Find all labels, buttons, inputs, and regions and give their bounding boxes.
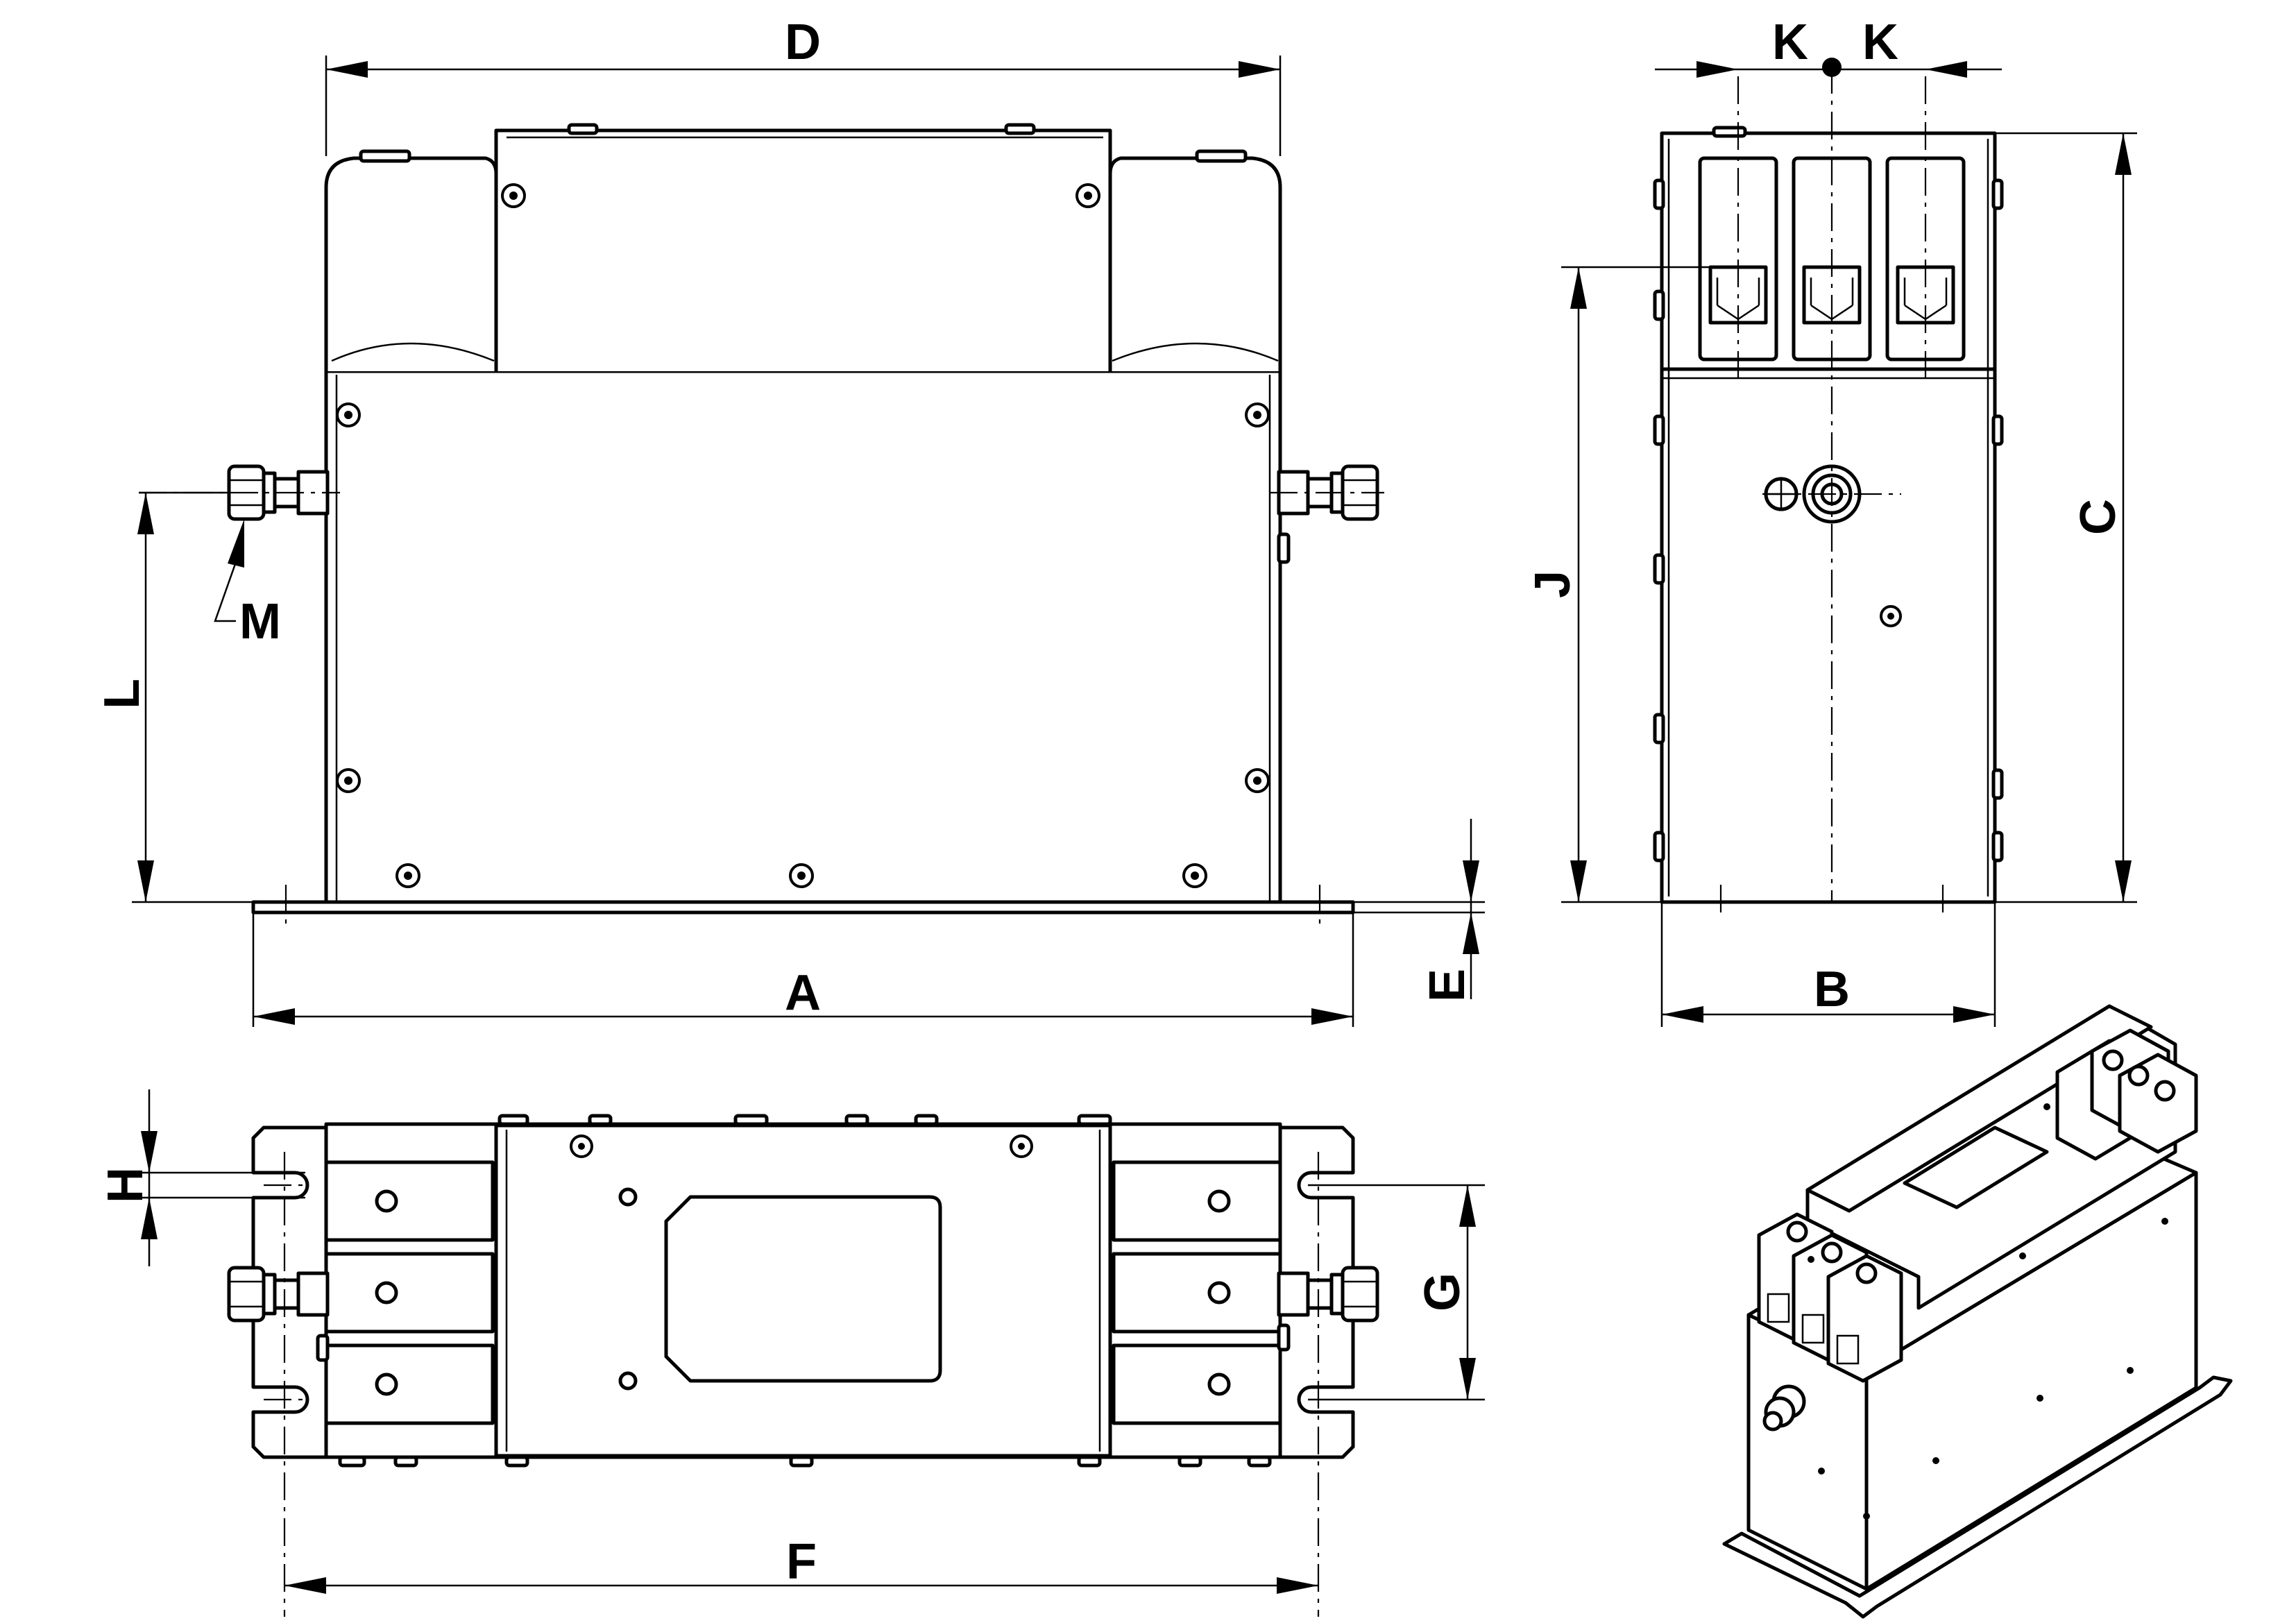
dim-label-G: G	[1415, 1273, 1470, 1311]
side-view: K K C J B	[1525, 15, 2137, 1027]
dim-label-A: A	[785, 965, 821, 1021]
dim-label-B: B	[1814, 962, 1850, 1017]
front-left-shoulder	[324, 156, 498, 371]
isometric-view	[1722, 1004, 2233, 1619]
iso-front-terminals	[1757, 1212, 1903, 1383]
dim-label-F: F	[786, 1534, 817, 1590]
iso-cover-label	[1903, 1125, 2049, 1209]
top-right-terminals	[1112, 1160, 1282, 1425]
top-right-stud	[1277, 1266, 1379, 1352]
dim-label-E: E	[1420, 969, 1475, 1002]
iso-cover-top	[1805, 1004, 2153, 1213]
front-right-stud	[1277, 464, 1379, 564]
iso-top-terminals	[2055, 1028, 2198, 1161]
dim-label-K-left: K	[1772, 15, 1808, 70]
front-view: D A L M E	[94, 15, 1485, 1027]
front-screws	[336, 183, 1270, 888]
dim-label-J: J	[1525, 570, 1581, 598]
top-view: H G F	[98, 1089, 1485, 1617]
front-lower-body	[324, 369, 1282, 904]
callout-label-M: M	[239, 594, 281, 649]
top-left-stud	[227, 1266, 330, 1362]
dim-label-H: H	[98, 1167, 153, 1203]
dim-label-K-right: K	[1862, 15, 1898, 70]
dim-label-D: D	[785, 15, 821, 70]
dim-label-C: C	[2070, 499, 2126, 535]
front-right-shoulder	[1108, 156, 1282, 371]
top-left-terminals	[324, 1160, 495, 1425]
top-label-area	[664, 1195, 942, 1383]
iso-base-plate	[1722, 1375, 2233, 1619]
dim-label-L: L	[94, 679, 150, 709]
iso-ground-stud	[1762, 1384, 1806, 1431]
front-top-cover	[494, 128, 1112, 371]
